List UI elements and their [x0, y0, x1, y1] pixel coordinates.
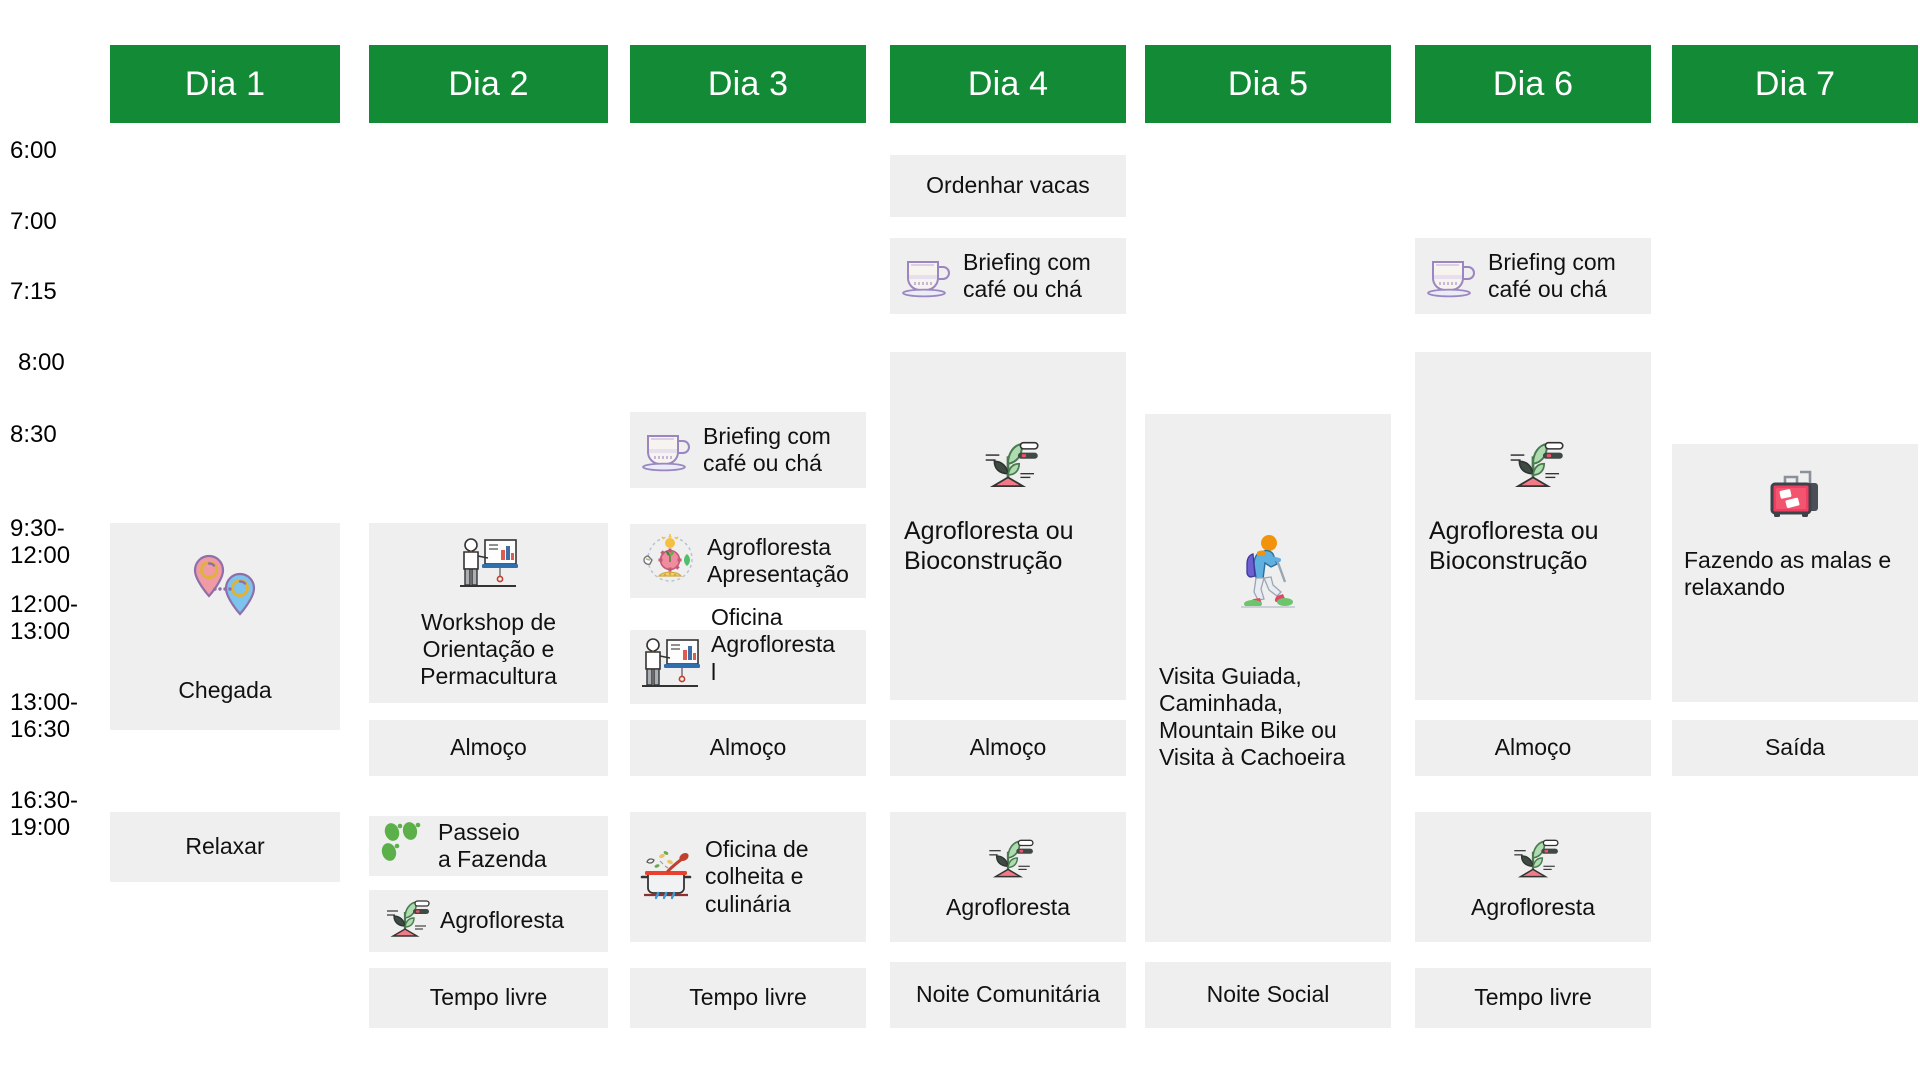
event-cell-chegada[interactable]: Chegada [110, 523, 340, 730]
day-header-dia-6[interactable]: Dia 6 [1415, 45, 1651, 123]
event-cell-d6-tempo-livre[interactable]: Tempo livre [1415, 968, 1651, 1028]
presenter-chart-icon [458, 536, 520, 599]
event-cell-d4-agrofloresta-bioconstrucao[interactable]: Agrofloresta ou Bioconstrução [890, 352, 1126, 700]
event-label: Workshop de Orientação e Permacultura [420, 608, 557, 690]
event-cell-d2-agrofloresta[interactable]: Agrofloresta [369, 890, 608, 952]
teacup-icon [900, 250, 954, 303]
event-label: Tempo livre [1474, 984, 1592, 1011]
day-header-dia-2[interactable]: Dia 2 [369, 45, 608, 123]
event-cell-d4-agrofloresta[interactable]: Agrofloresta [890, 812, 1126, 942]
seedling-icon [1506, 833, 1560, 890]
event-label: Tempo livre [689, 984, 807, 1011]
time-label-7-15: 7:15 [10, 278, 57, 305]
teacup-icon [640, 424, 694, 477]
event-label: Almoço [969, 734, 1047, 761]
day-header-label: Dia 5 [1227, 64, 1309, 103]
event-cell-d3-tempo-livre[interactable]: Tempo livre [630, 968, 866, 1028]
event-label: Agrofloresta [945, 893, 1070, 920]
event-cell-d6-agrofloresta-bioconstrucao[interactable]: Agrofloresta ou Bioconstrução [1415, 352, 1651, 700]
presenter-chart-icon [640, 636, 702, 699]
event-label: Agrofloresta ou Bioconstrução [904, 517, 1074, 575]
event-label: Almoço [450, 734, 527, 761]
seedling-icon [981, 833, 1035, 890]
event-cell-noite-comunitaria[interactable]: Noite Comunitária [890, 962, 1126, 1028]
event-label: Visita Guiada, Caminhada, Mountain Bike … [1159, 663, 1346, 771]
event-cell-d2-almoco[interactable]: Almoço [369, 720, 608, 776]
day-header-dia-3[interactable]: Dia 3 [630, 45, 866, 123]
event-cell-d3-briefing[interactable]: Briefing com café ou chá [630, 412, 866, 488]
day-header-label: Dia 7 [1754, 64, 1836, 103]
event-label: Almoço [709, 734, 787, 761]
event-cell-d6-briefing[interactable]: Briefing com café ou chá [1415, 238, 1651, 314]
time-label-8-30: 8:30 [10, 421, 57, 448]
event-label: Agrofloresta [440, 907, 565, 934]
time-label-13-00: 13:00- 16:30 [10, 689, 79, 743]
cooking-pot-icon [640, 848, 696, 907]
event-cell-d6-agrofloresta[interactable]: Agrofloresta [1415, 812, 1651, 942]
event-cell-noite-social[interactable]: Noite Social [1145, 962, 1391, 1028]
time-label-7-00: 7:00 [10, 208, 57, 235]
event-cell-ordenhar-vacas[interactable]: Ordenhar vacas [890, 155, 1126, 217]
day-header-dia-1[interactable]: Dia 1 [110, 45, 340, 123]
event-label: Oficina Agrofloresta l [711, 604, 836, 685]
event-label: Agrofloresta Apresentação [707, 533, 849, 587]
time-label-8-00: 8:00 [18, 349, 65, 376]
event-label: Oficina de colheita e culinária [705, 836, 809, 917]
event-cell-d6-almoco[interactable]: Almoço [1415, 720, 1651, 776]
event-cell-d4-almoco[interactable]: Almoço [890, 720, 1126, 776]
day-header-dia-4[interactable]: Dia 4 [890, 45, 1126, 123]
event-label: Noite Comunitária [915, 981, 1101, 1008]
event-label: Briefing com café ou chá [1488, 248, 1616, 302]
event-label: Passeio a Fazenda [438, 818, 547, 872]
seedling-icon [975, 434, 1041, 501]
event-label: Ordenhar vacas [926, 172, 1090, 199]
event-label: Chegada [178, 677, 272, 704]
event-label: Briefing com café ou chá [703, 422, 831, 476]
event-cell-d2-tempo-livre[interactable]: Tempo livre [369, 968, 608, 1028]
day-header-label: Dia 1 [184, 64, 266, 103]
day-header-label: Dia 6 [1492, 64, 1574, 103]
event-cell-relaxar[interactable]: Relaxar [110, 812, 340, 882]
event-label: Fazendo as malas e relaxando [1684, 547, 1892, 601]
time-label-6-00: 6:00 [10, 137, 57, 164]
event-cell-visita-guiada[interactable]: Visita Guiada, Caminhada, Mountain Bike … [1145, 414, 1391, 942]
event-cell-d3-oficina-agroflorestal[interactable]: Oficina Agrofloresta l [630, 604, 866, 704]
event-label: Saída [1764, 734, 1826, 761]
time-label-9-30: 9:30- 12:00 [10, 515, 71, 569]
event-cell-colheita-culinaria[interactable]: Oficina de colheita e culinária [630, 812, 866, 942]
event-cell-saida[interactable]: Saída [1672, 720, 1918, 776]
day-header-label: Dia 3 [707, 64, 789, 103]
seedling-icon [379, 894, 431, 949]
hiker-icon [1233, 532, 1303, 615]
permaculture-wheel-icon [640, 530, 698, 593]
event-cell-workshop-permacultura[interactable]: Workshop de Orientação e Permacultura [369, 523, 608, 703]
event-label: Briefing com café ou chá [963, 248, 1091, 302]
event-label: Almoço [1494, 734, 1572, 761]
day-header-dia-7[interactable]: Dia 7 [1672, 45, 1918, 123]
event-cell-d4-briefing[interactable]: Briefing com café ou chá [890, 238, 1126, 314]
event-cell-fazendo-malas[interactable]: Fazendo as malas e relaxando [1672, 444, 1918, 702]
event-cell-d3-almoco[interactable]: Almoço [630, 720, 866, 776]
footprints-icon [379, 821, 429, 871]
event-label: Tempo livre [429, 984, 548, 1011]
event-label: Relaxar [185, 833, 265, 860]
event-label: Agrofloresta [1470, 893, 1595, 920]
event-cell-passeio-fazenda[interactable]: Passeio a Fazenda [369, 816, 608, 876]
map-pins-icon [187, 548, 263, 633]
event-label: Agrofloresta ou Bioconstrução [1429, 517, 1599, 575]
day-header-dia-5[interactable]: Dia 5 [1145, 45, 1391, 123]
seedling-icon [1500, 434, 1566, 501]
event-cell-d3-apresentacao[interactable]: Agrofloresta Apresentação [630, 524, 866, 598]
day-header-label: Dia 2 [448, 64, 529, 103]
day-header-label: Dia 4 [967, 64, 1049, 103]
time-label-16-30: 16:30- 19:00 [10, 787, 79, 841]
teacup-icon [1425, 250, 1479, 303]
time-label-12-00: 12:00- 13:00 [10, 591, 79, 645]
event-label: Noite Social [1206, 981, 1330, 1008]
suitcase-icon [1760, 464, 1830, 531]
